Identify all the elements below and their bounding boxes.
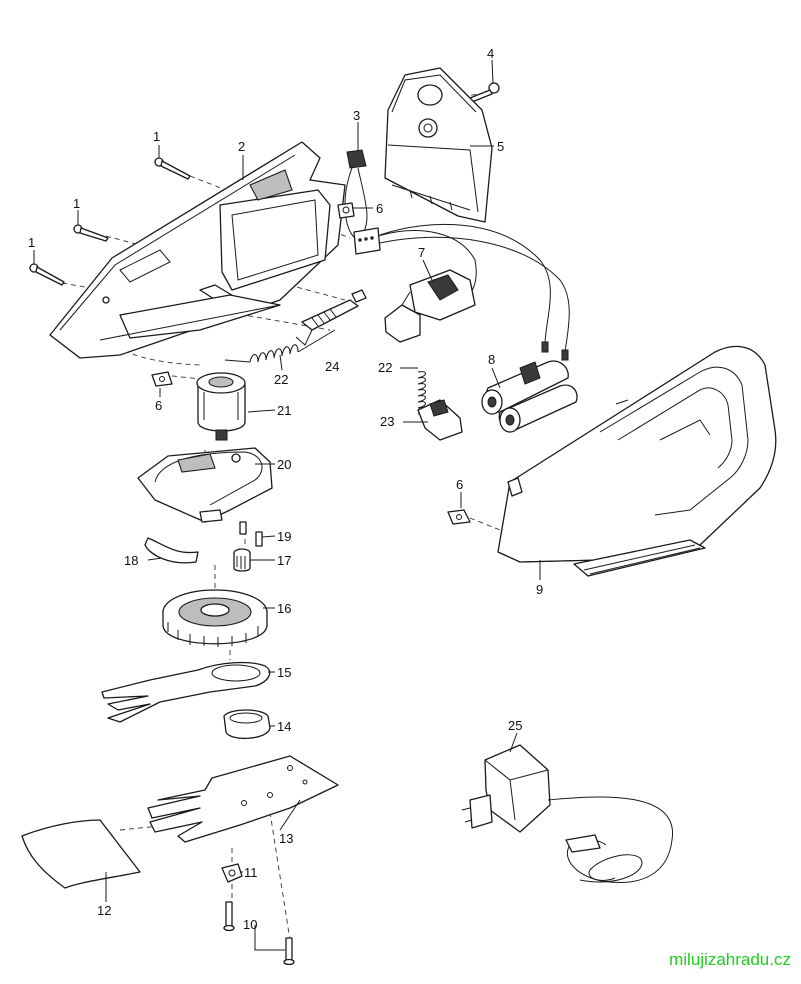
part-24-spring-clip — [301, 289, 367, 331]
callout-2: 2 — [238, 139, 245, 154]
site-watermark: milujizahradu.cz — [669, 950, 791, 969]
callout-25: 25 — [508, 718, 522, 733]
part-23-lock-button — [417, 399, 463, 441]
callout-18: 18 — [124, 553, 138, 568]
part-1-screw-middle — [73, 224, 109, 242]
callout-21: 21 — [277, 403, 291, 418]
callout-1c: 1 — [28, 235, 35, 250]
part-19-screws — [239, 521, 263, 547]
callout-labels: 1 1 1 2 3 4 5 6 6 6 7 8 9 10 11 12 13 14… — [28, 46, 543, 932]
callout-14: 14 — [277, 719, 291, 734]
part-6-clip-top — [337, 202, 355, 219]
part-5-rear-cover — [384, 67, 493, 223]
part-17-pinion — [233, 548, 251, 572]
part-1-screw-bottom — [29, 263, 65, 286]
callout-5: 5 — [497, 139, 504, 154]
wiring — [353, 223, 570, 361]
part-18-clip — [144, 537, 199, 564]
callout-16: 16 — [277, 601, 291, 616]
part-1-screw-top — [154, 157, 191, 180]
callout-15: 15 — [277, 665, 291, 680]
part-25-charger — [461, 744, 673, 883]
part-6-clip-left — [151, 371, 173, 387]
part-12-blade-guard — [21, 819, 141, 889]
callout-6c: 6 — [456, 477, 463, 492]
part-11-nut — [221, 863, 243, 883]
part-4-screw — [469, 82, 500, 103]
callout-23: 23 — [380, 414, 394, 429]
part-22-spring-left — [224, 329, 336, 363]
callout-1a: 1 — [153, 129, 160, 144]
callout-12: 12 — [97, 903, 111, 918]
callout-6b: 6 — [155, 398, 162, 413]
callout-9: 9 — [536, 582, 543, 597]
callout-24: 24 — [325, 359, 339, 374]
part-7-switch-assembly — [384, 269, 476, 343]
callout-3: 3 — [353, 108, 360, 123]
part-8-battery-pack — [481, 360, 578, 433]
callout-7: 7 — [418, 245, 425, 260]
part-13-blade-plate — [147, 755, 339, 843]
part-6-clip-right — [447, 509, 471, 525]
part-16-gear-wheel — [162, 589, 268, 647]
callout-20: 20 — [277, 457, 291, 472]
part-14-guide-ring — [223, 709, 271, 739]
callout-22b: 22 — [378, 360, 392, 375]
leader-lines — [33, 59, 541, 951]
part-3-switch — [344, 149, 368, 239]
part-2-housing-half — [49, 141, 346, 359]
part-22-spring-right — [417, 371, 426, 415]
callout-4: 4 — [487, 46, 494, 61]
callout-10: 10 — [243, 917, 257, 932]
callout-6a: 6 — [376, 201, 383, 216]
part-21-motor — [196, 372, 246, 441]
callout-8: 8 — [488, 352, 495, 367]
callout-1b: 1 — [73, 196, 80, 211]
part-9-housing-shell — [497, 345, 777, 577]
callout-17: 17 — [277, 553, 291, 568]
callout-13: 13 — [279, 831, 293, 846]
part-20-gear-housing — [137, 447, 273, 523]
callout-19: 19 — [277, 529, 291, 544]
part-15-upper-blade — [101, 661, 271, 723]
part-10-screws — [223, 901, 295, 966]
callout-22a: 22 — [274, 372, 288, 387]
callout-11: 11 — [244, 865, 258, 880]
